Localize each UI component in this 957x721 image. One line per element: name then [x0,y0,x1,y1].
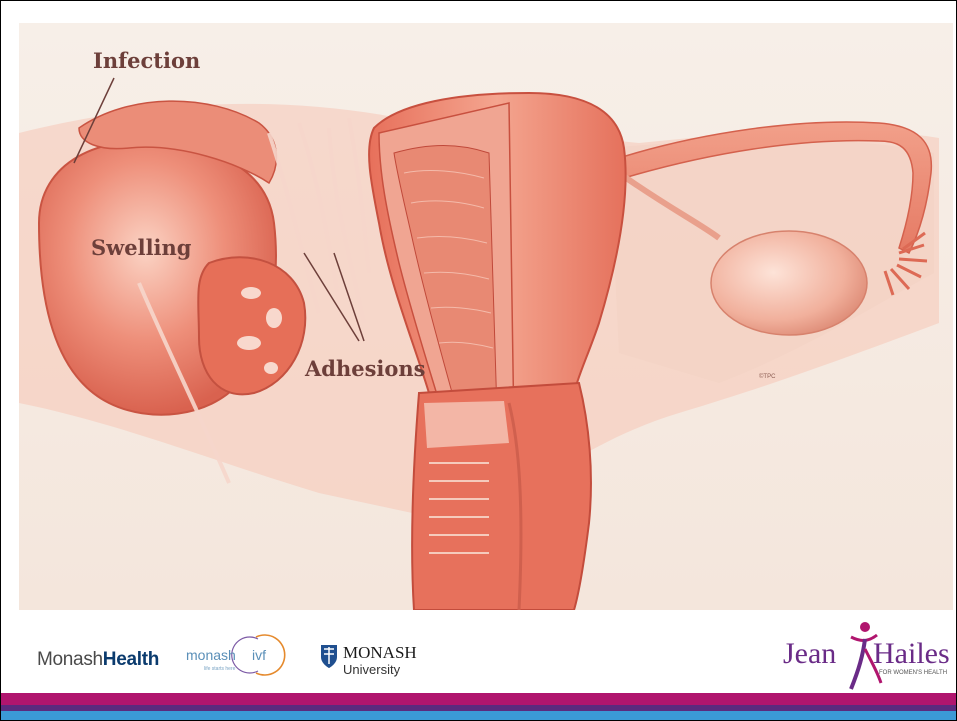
uterus-illustration: Infection Swelling Adhesions ©TPC [19,23,953,610]
label-adhesions: Adhesions [304,356,426,381]
monash-health-logo-part2: Health [103,649,159,670]
monash-crest-icon [321,645,337,668]
monash-ivf-logo-badge: ivf [252,647,266,663]
monash-university-logo-line2: University [343,662,401,677]
monash-health-logo-part1: Monash [37,649,103,670]
label-swelling: Swelling [91,235,192,260]
monash-ivf-logo-name: monash [186,647,236,663]
footer-bar-blue [1,711,956,720]
monash-ivf-logo-tagline: life starts here [204,666,236,672]
monash-health-logo: MonashHealth [37,649,159,671]
monash-university-logo-line1: MONASH [343,643,417,662]
jean-hailes-logo-tagline: FOR WOMEN'S HEALTH [879,670,947,676]
monash-university-logo: MONASH University [319,637,459,681]
artist-mark: ©TPC [759,373,776,380]
footer-bar-magenta [1,693,956,705]
jean-hailes-logo-part1: Jean [783,637,836,670]
jean-hailes-logo: Jean Hailes FOR WOMEN'S HEALTH [781,619,953,693]
jean-hailes-logo-part2: Hailes [873,637,950,670]
label-infection: Infection [93,48,200,73]
monash-ivf-logo: monash ivf life starts here [186,633,286,677]
footer-logos: MonashHealth monash ivf life starts here… [1,611,956,693]
